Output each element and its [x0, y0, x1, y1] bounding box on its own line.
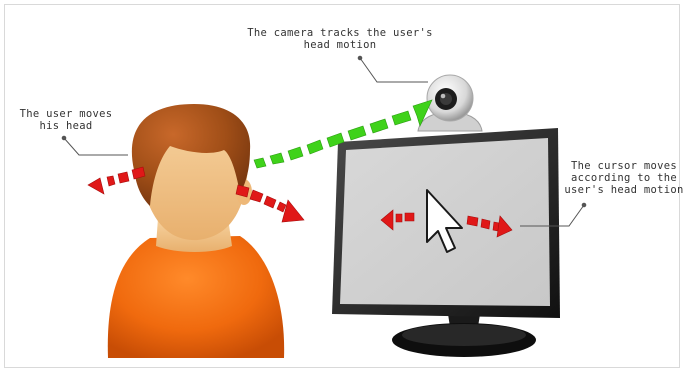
- user-avatar-icon: [108, 104, 284, 358]
- cursor-caption-line-3: user's head motion: [562, 184, 686, 196]
- cursor-caption-line-1: The cursor moves: [562, 160, 686, 172]
- user-shirt: [108, 236, 284, 358]
- user-caption-line-2: his head: [10, 120, 122, 132]
- camera-caption-line-1: The camera tracks the user's: [240, 27, 440, 39]
- user-caption: The user moves his head: [10, 108, 122, 132]
- callout-line-camera: [358, 56, 428, 82]
- callout-line-user: [62, 136, 128, 155]
- camera-caption: The camera tracks the user's head motion: [240, 27, 440, 51]
- user-caption-line-1: The user moves: [10, 108, 122, 120]
- cursor-caption: The cursor moves according to the user's…: [562, 160, 686, 196]
- camera-caption-line-2: head motion: [240, 39, 440, 51]
- cursor-caption-line-2: according to the: [562, 172, 686, 184]
